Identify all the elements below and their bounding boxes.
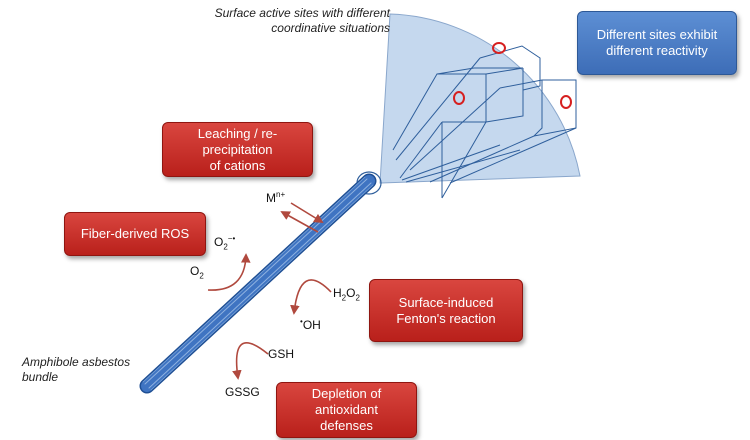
gssg-label: GSSG <box>225 385 260 399</box>
active-site-markers <box>453 42 572 109</box>
arrow-metal-uptake <box>290 202 324 224</box>
leaching-box: Leaching / re- precipitation of cations <box>162 122 313 177</box>
fenton-box: Surface-induced Fenton's reaction <box>369 279 523 342</box>
surface-sites-caption: Surface active sites with different coor… <box>190 6 390 36</box>
peroxide-label: H2O2 <box>333 286 360 302</box>
depletion-line1: Depletion of <box>311 386 382 401</box>
different-sites-box: Different sites exhibit different reacti… <box>577 11 737 75</box>
gsh-label: GSH <box>268 347 294 361</box>
peroxide-sub2: 2 <box>355 293 360 303</box>
oxygen-base: O <box>190 264 200 278</box>
fenton-line1: Surface-induced <box>398 294 494 310</box>
arrow-metal-release <box>280 211 319 233</box>
active-site-marker <box>453 91 465 105</box>
hydroxyl-label: •OH <box>300 317 321 332</box>
surface-sites-caption-line1: Surface active sites with different <box>214 6 390 20</box>
superoxide-sub: 2 <box>223 242 228 252</box>
asbestos-bundle-caption: Amphibole asbestos bundle <box>22 355 130 385</box>
metal-cation-label: Mn+ <box>266 190 285 205</box>
superoxide-charge: −• <box>227 234 236 243</box>
magnified-prisms <box>392 45 577 199</box>
metal-base: M <box>266 191 276 205</box>
different-sites-line2: different reactivity <box>606 43 708 58</box>
surface-sites-caption-line2: coordinative situations <box>271 21 390 35</box>
hydroxyl-text: OH <box>302 318 321 332</box>
superoxide-base: O <box>214 235 224 249</box>
active-site-marker <box>560 95 572 109</box>
depletion-box: Depletion of antioxidant defenses <box>276 382 417 438</box>
depletion-line3: defenses <box>320 418 373 433</box>
different-sites-line1: Different sites exhibit <box>596 27 718 42</box>
asbestos-fiber-bundle <box>139 173 377 394</box>
peroxide-sub1: 2 <box>341 293 347 303</box>
magnified-region <box>379 13 581 184</box>
arrow-peroxide-to-hydroxyl <box>290 279 332 315</box>
arrow-oxygen-to-superoxide <box>207 253 251 291</box>
reaction-arrows <box>207 202 332 380</box>
fiber-ros-line1: Fiber-derived ROS <box>80 226 190 241</box>
superoxide-label: O2−• <box>214 234 235 251</box>
depletion-line2: antioxidant <box>315 402 378 417</box>
leaching-line3: of cations <box>209 157 266 173</box>
arrow-gsh-to-gssg <box>232 342 269 380</box>
peroxide-o: O <box>346 286 356 300</box>
asbestos-bundle-caption-line1: Amphibole asbestos <box>22 355 131 369</box>
active-site-marker <box>492 42 506 54</box>
peroxide-h: H <box>333 286 342 300</box>
gsh-text: GSH <box>268 347 295 361</box>
gssg-text: GSSG <box>225 385 260 399</box>
asbestos-bundle-caption-line2: bundle <box>22 370 59 384</box>
metal-charge: n+ <box>276 190 286 199</box>
leaching-line2: precipitation <box>202 141 273 157</box>
leaching-line1: Leaching / re- <box>197 125 278 141</box>
fiber-ros-box: Fiber-derived ROS <box>64 212 206 256</box>
fenton-line2: Fenton's reaction <box>396 310 496 326</box>
oxygen-label: O2 <box>190 264 204 280</box>
hydroxyl-dot: • <box>300 317 303 326</box>
oxygen-sub: 2 <box>199 271 204 281</box>
